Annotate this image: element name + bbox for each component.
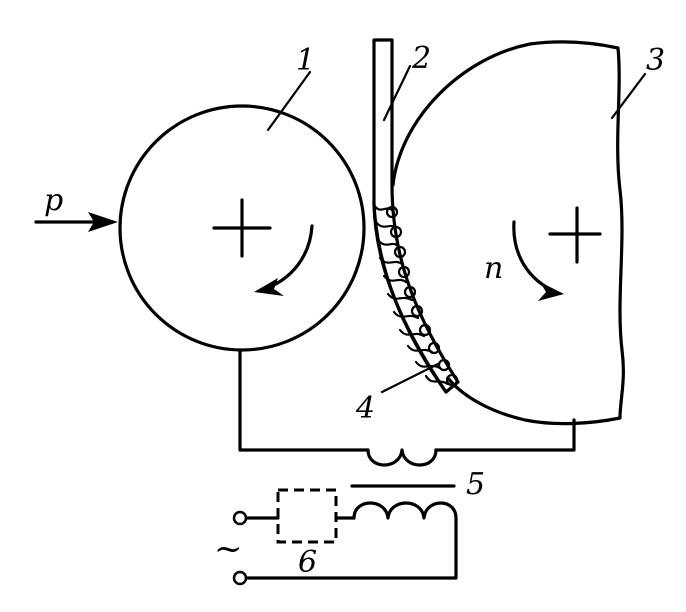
label-controller: 6 bbox=[298, 545, 317, 580]
label-pressure: p bbox=[44, 183, 63, 218]
strip-band bbox=[372, 38, 460, 394]
coil-icon bbox=[366, 448, 438, 467]
terminal-icon bbox=[232, 510, 248, 526]
terminal-icon bbox=[232, 570, 248, 586]
primary-wire-bottom bbox=[244, 516, 458, 580]
leader-workpiece bbox=[610, 72, 647, 120]
label-workpiece: 3 bbox=[646, 43, 665, 78]
label-ac-source: ~ bbox=[214, 529, 243, 569]
controller-box bbox=[276, 488, 338, 544]
label-strip: 2 bbox=[411, 41, 431, 76]
roller-rotation-arrow bbox=[260, 224, 314, 292]
leader-deposit bbox=[380, 362, 440, 394]
circuit-wire-left bbox=[238, 348, 370, 452]
label-transformer: 5 bbox=[466, 467, 485, 502]
leader-strip bbox=[382, 64, 412, 122]
deposit-layer bbox=[372, 203, 459, 394]
workpiece-body bbox=[391, 40, 625, 426]
arrow-icon bbox=[538, 282, 564, 301]
leader-roller bbox=[266, 70, 312, 132]
circuit-wire-right bbox=[434, 418, 576, 452]
label-rotation: n bbox=[484, 251, 503, 286]
arrow-icon bbox=[254, 278, 284, 296]
roller-circle bbox=[118, 104, 366, 352]
coil-icon bbox=[352, 501, 458, 520]
label-deposit: 4 bbox=[355, 391, 375, 426]
label-roller: 1 bbox=[296, 43, 315, 78]
arrow-icon bbox=[88, 212, 118, 232]
